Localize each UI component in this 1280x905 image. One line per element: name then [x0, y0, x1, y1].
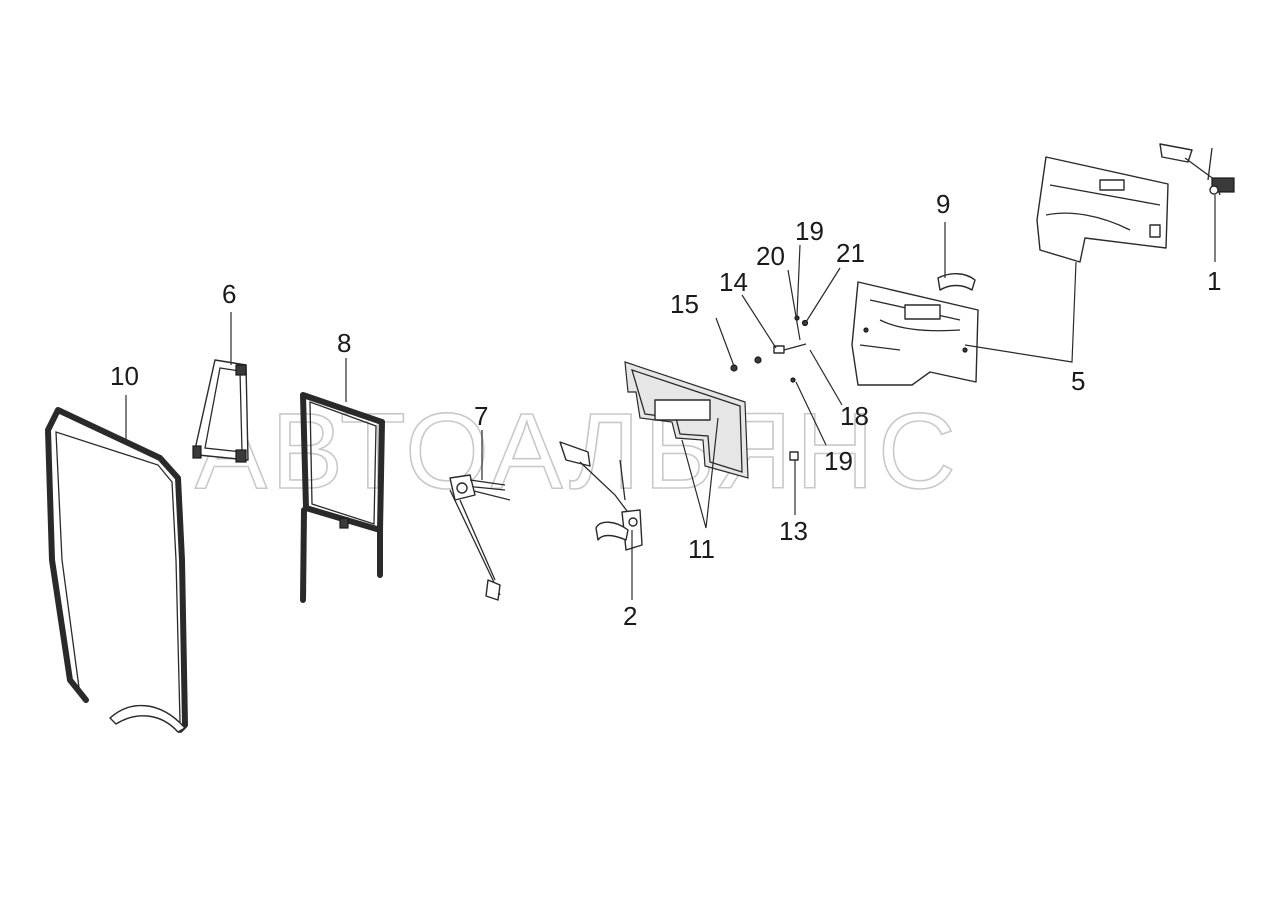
callout-18: 18	[840, 401, 869, 431]
part-13-grommet	[789, 451, 799, 461]
callout-10: 10	[110, 361, 139, 391]
part-1-outer-handle	[1159, 143, 1235, 196]
callout-7: 7	[474, 401, 488, 431]
callout-19-top: 19	[795, 216, 824, 246]
callout-9: 9	[936, 189, 950, 219]
part-18-fastener	[790, 377, 796, 383]
callout-1: 1	[1207, 266, 1221, 296]
leader-lines	[125, 195, 1216, 600]
part-6-vent-window	[192, 359, 249, 463]
callouts: 10 6 8 7 2 11 13 14 15 20 19 21 18 19 9 …	[110, 189, 1221, 631]
part-10-door-seal	[45, 407, 188, 733]
callout-13: 13	[779, 516, 808, 546]
part-5-outer-panel	[1036, 156, 1169, 263]
part-11-insulation-panel	[624, 361, 749, 479]
callout-6: 6	[222, 279, 236, 309]
callout-21: 21	[836, 238, 865, 268]
callout-2: 2	[623, 601, 637, 631]
callout-5: 5	[1071, 366, 1085, 396]
callout-15: 15	[670, 289, 699, 319]
callout-20: 20	[756, 241, 785, 271]
callout-8: 8	[337, 328, 351, 358]
part-9-pull-handle	[937, 273, 976, 291]
part-7-window-regulator	[449, 474, 511, 601]
part-14-screw	[754, 356, 762, 364]
callout-11: 11	[688, 534, 715, 564]
part-2-door-lock	[559, 441, 643, 551]
part-8-glass-frame	[300, 392, 385, 603]
part-5-door-trim-panel	[851, 281, 979, 386]
callout-14: 14	[719, 267, 748, 297]
callout-19-bottom: 19	[824, 446, 853, 476]
